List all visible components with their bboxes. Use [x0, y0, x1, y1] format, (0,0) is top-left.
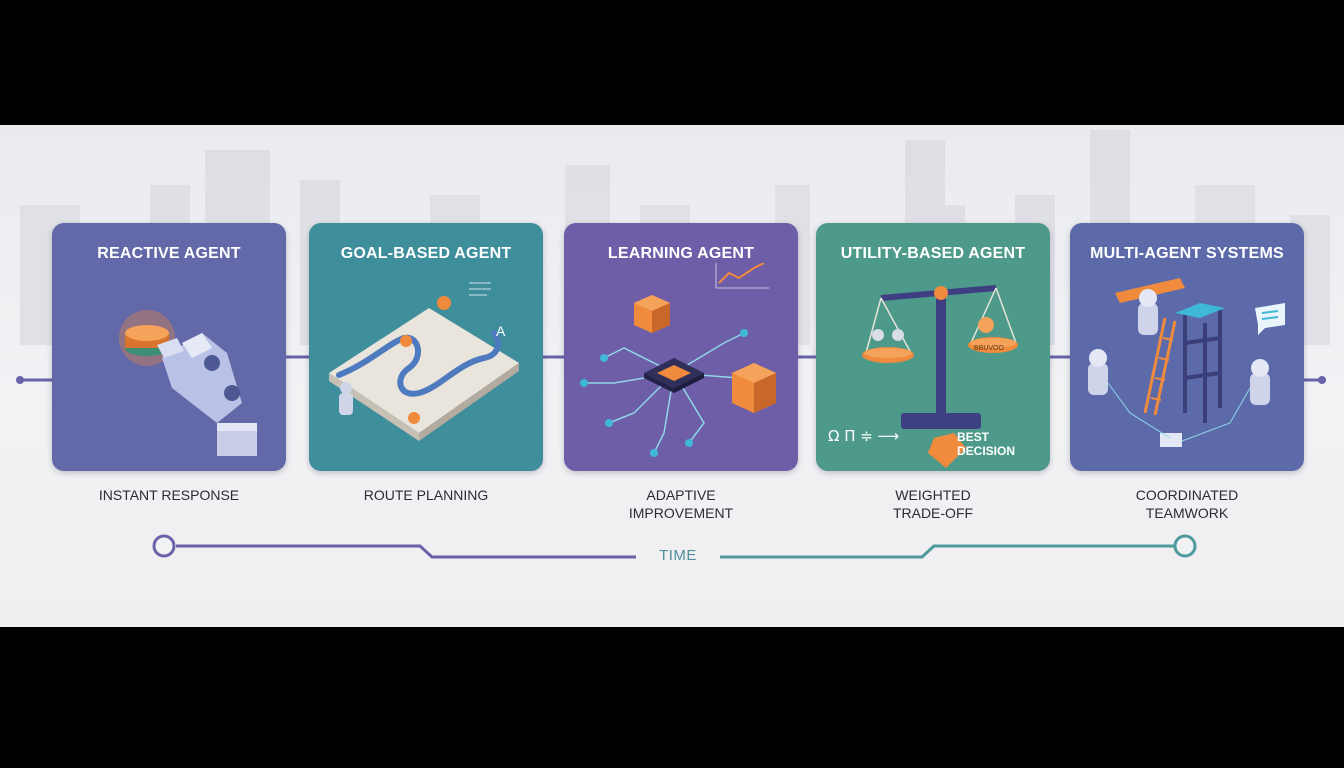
robot-team-illustration [1088, 278, 1285, 447]
card-multi-agent-systems: MULTI-AGENT SYSTEMS [1070, 223, 1304, 471]
caption-reactive-agent: INSTANT RESPONSE [52, 486, 286, 504]
caption-line: COORDINATED [1135, 487, 1239, 503]
utility-formula: Ω Π ≑ ⟶ [828, 427, 900, 445]
card-title: MULTI-AGENT SYSTEMS [1090, 245, 1284, 262]
route-map-illustration [329, 282, 519, 441]
caption-goal-based-agent: ROUTE PLANNING [309, 486, 543, 504]
goal-marker-label: A [496, 323, 506, 339]
card-goal-based-agent: GOAL-BASED AGENT A [309, 223, 543, 471]
caption-line: TRADE-OFF [892, 505, 974, 521]
pan-label: BBUVOO [974, 345, 1004, 352]
robot-hand-illustration [119, 310, 257, 456]
caption-line: INSTANT RESPONSE [98, 487, 240, 503]
connector-end-dot [16, 376, 24, 384]
card-title: REACTIVE AGENT [97, 245, 241, 262]
card-title: GOAL-BASED AGENT [340, 245, 512, 262]
connector-end-dot [1318, 376, 1326, 384]
best-decision-label: BEST DECISION [957, 430, 1016, 458]
time-end-node [1173, 534, 1197, 558]
card-utility-based-agent: UTILITY-BASED AGENT BBUVOO Ω Π ≑ ⟶ BEST … [816, 223, 1050, 471]
card-reactive-agent: REACTIVE AGENT [52, 223, 286, 471]
caption-line: ADAPTIVE [646, 487, 716, 503]
time-axis-right [720, 544, 1174, 559]
time-axis-label: TIME [659, 547, 697, 564]
card-title: UTILITY-BASED AGENT [840, 245, 1026, 262]
caption-multi-agent-systems: COORDINATED TEAMWORK [1070, 486, 1304, 522]
card-learning-agent: LEARNING AGENT [564, 223, 798, 471]
balance-scale-illustration [862, 285, 1018, 468]
caption-line: IMPROVEMENT [628, 505, 734, 521]
caption-line: ROUTE PLANNING [363, 487, 489, 503]
caption-line: WEIGHTED [895, 487, 971, 503]
caption-learning-agent: ADAPTIVE IMPROVEMENT [564, 486, 798, 522]
card-title: LEARNING AGENT [607, 245, 755, 262]
caption-line: TEAMWORK [1145, 505, 1229, 521]
neural-chip-illustration [580, 263, 776, 457]
time-axis-left [176, 544, 636, 559]
caption-utility-based-agent: WEIGHTED TRADE-OFF [816, 486, 1050, 522]
infographic-canvas: REACTIVE AGENT GOAL-BASED AGENT [0, 125, 1344, 627]
time-start-node [152, 534, 176, 558]
